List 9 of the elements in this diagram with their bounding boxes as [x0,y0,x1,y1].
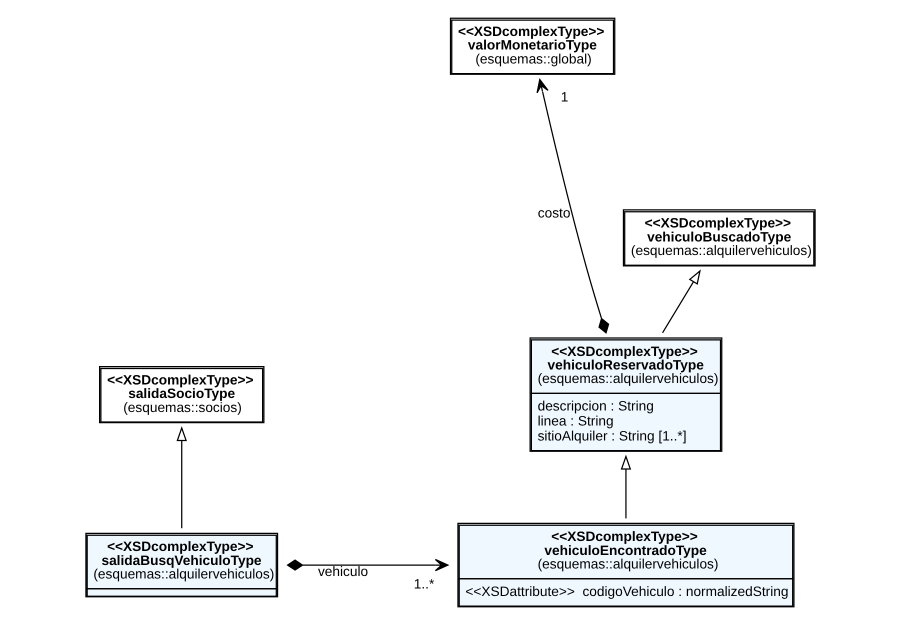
label: 1..* [413,576,434,592]
label: 1 [560,90,568,105]
arrow [536,78,609,334]
arrow [176,426,186,528]
arrow [620,454,631,518]
arrow [662,269,700,334]
edge-label: vehiculo [317,564,368,580]
edge-label: costo [537,206,570,221]
arrow [286,558,448,572]
